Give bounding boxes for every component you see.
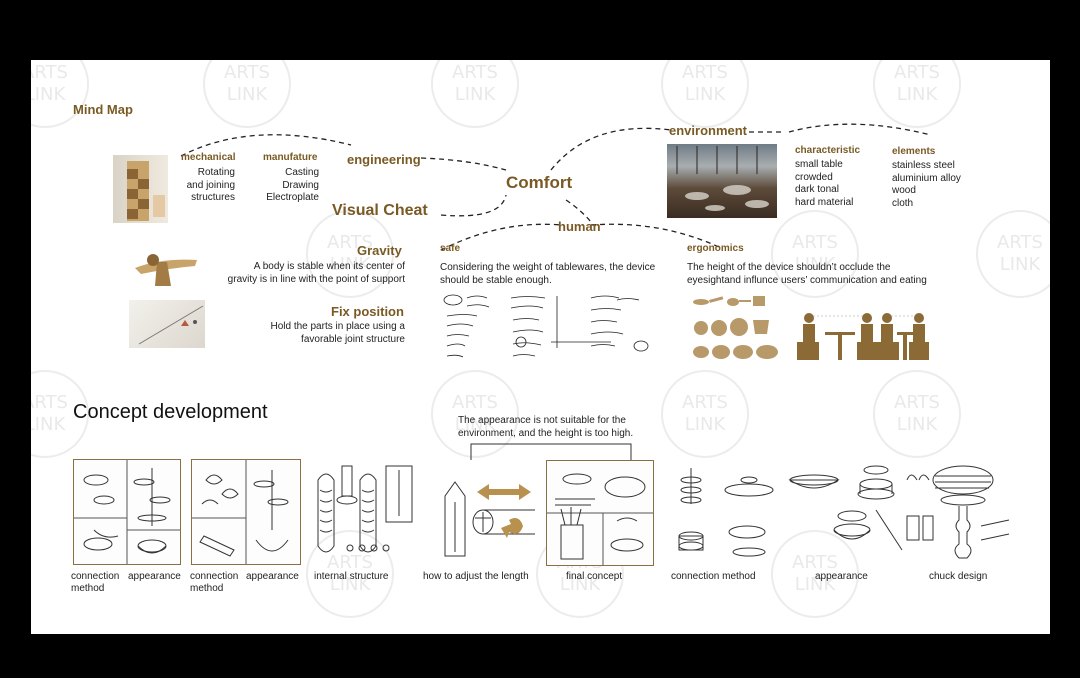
pepper-mill-image [127,161,165,221]
note-bracket [470,443,632,460]
watermark: ARTS LINK [431,370,519,458]
characteristic-list: small table crowded dark tonal hard mate… [795,159,854,208]
caption-connection-method-2: connection method [190,571,239,594]
engineering-label: engineering [347,152,421,167]
restaurant-photo [667,144,777,218]
caption-final-concept: final concept [566,571,623,582]
watermark: ARTS LINK [306,210,394,298]
tableware-icons [693,296,778,359]
characteristic-label: characteristic [795,145,861,156]
sketch-drawing [74,460,180,564]
mechanical-label: mechanical [181,152,236,163]
ergonomics-label: ergonomics [687,243,744,254]
sketch-final-concept [546,460,654,566]
sketch-internal-structure [317,465,413,553]
sketch-drawing [547,473,653,565]
ergonomics-text: The height of the device shouldn’t occlu… [687,262,927,286]
gravity-text: A body is stable when its center of grav… [227,261,405,285]
joint-image [138,305,204,345]
sketch-connection-method-1 [73,459,181,565]
sketch-chuck-design [906,465,1010,559]
watermark: ARTS LINK [873,370,961,458]
caption-appearance-3: appearance [815,571,868,582]
watermark: ARTS LINK [873,60,961,128]
sketch-drawing [192,460,289,564]
manufature-text: Casting Drawing Electroplate [266,167,319,203]
caption-appearance-1: appearance [128,571,181,582]
gravity-label: Gravity [357,243,402,258]
human-label: human [558,219,601,234]
elements-list: stainless steel aluminium alloy wood clo… [892,160,961,209]
watermark: ARTS LINK [771,530,859,618]
concept-note: The appearance is not suitable for the e… [458,415,634,439]
mechanical-text: Rotating and joining structures [186,167,235,203]
watermark: ARTS LINK [976,210,1050,298]
sketch-connection-method-3 [678,468,774,557]
caption-connection-method-3: connection method [671,571,756,582]
mind-map-connectors [180,123,932,251]
caption-chuck-design: chuck design [929,571,988,582]
caption-internal-structure: internal structure [314,571,389,582]
safe-text: Considering the weight of tablewares, th… [440,262,656,286]
pepper-mill-photo [113,155,168,223]
caption-adjust-length: how to adjust the length [423,571,529,582]
caption-connection-method-1: connection method [71,571,120,594]
elements-label: elements [892,146,936,157]
comfort-label: Comfort [506,173,573,192]
manufature-label: manufature [263,152,318,163]
environment-label: environment [669,123,748,138]
watermark: ARTS LINK [771,210,859,298]
seated-people-diagram [797,313,929,360]
restaurant-image [676,146,769,211]
sketch-connection-method-2 [191,459,301,565]
balance-toy-image [135,254,197,286]
caption-appearance-2: appearance [246,571,299,582]
moodboard-page: ARTS LINK ARTS LINK ARTS LINK ARTS LINK … [31,60,1050,634]
watermark: ARTS LINK [306,530,394,618]
mind-map-title: Mind Map [73,102,133,117]
handwritten-calculations-image [443,294,649,358]
watermark: ARTS LINK [31,370,89,458]
joint-photo [129,300,205,348]
fix-position-text: Hold the parts in place using a favorabl… [270,321,405,345]
sketch-adjust-length [444,481,535,557]
fix-position-label: Fix position [331,304,404,319]
concept-title: Concept development [73,401,268,423]
watermark: ARTS LINK [661,370,749,458]
visual-cheat-label: Visual Cheat [332,202,428,219]
safe-label: safe [440,243,461,254]
sketch-appearance [788,465,903,551]
